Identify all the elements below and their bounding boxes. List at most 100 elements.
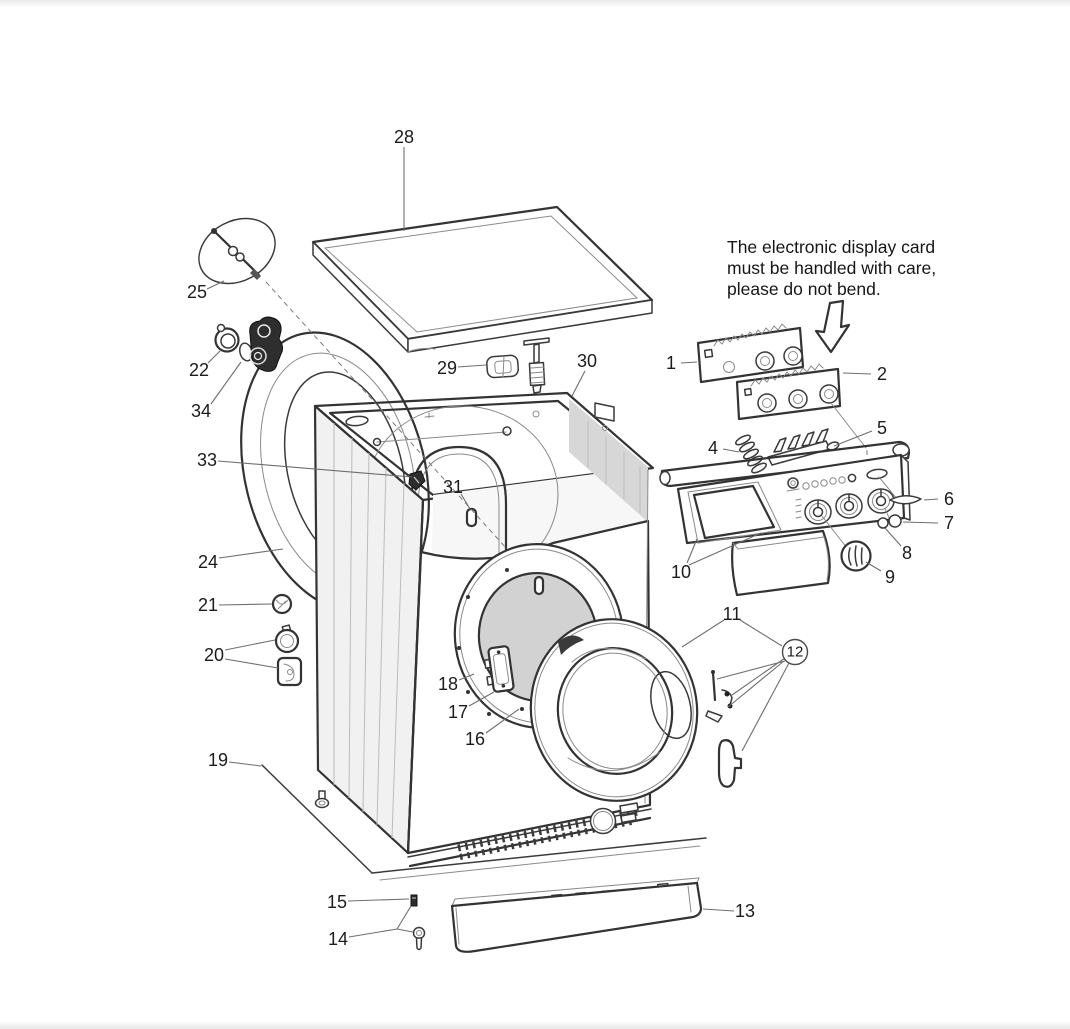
- note-line-3: please do not bend.: [727, 279, 881, 299]
- page-edge-top: [0, 0, 1070, 7]
- svg-text:11: 11: [723, 604, 742, 624]
- svg-text:30: 30: [577, 351, 597, 371]
- svg-text:9: 9: [885, 567, 895, 587]
- top-panel: [311, 205, 654, 353]
- detergent-drawer-front: [731, 529, 831, 597]
- part-label-8: 8: [884, 527, 912, 563]
- magnified-damper-pin-25: [198, 217, 276, 285]
- svg-text:15: 15: [327, 892, 347, 912]
- part-label-31: 31: [443, 477, 471, 510]
- svg-text:7: 7: [944, 513, 954, 533]
- part-label-7: 7: [902, 513, 954, 533]
- svg-text:22: 22: [189, 360, 209, 380]
- svg-text:16: 16: [465, 729, 485, 749]
- svg-text:28: 28: [394, 127, 414, 147]
- part-label-25: 25: [187, 280, 225, 302]
- pump-access-cover: [589, 807, 617, 835]
- page-edge-bottom: [0, 1021, 1070, 1029]
- clip-part-15: [410, 894, 418, 907]
- part-label-10: 10: [671, 532, 762, 582]
- note-arrow-icon: [814, 299, 851, 354]
- valve-part-34: [239, 316, 284, 372]
- svg-text:1: 1: [666, 353, 676, 373]
- part-label-6: 6: [923, 489, 954, 509]
- svg-text:10: 10: [671, 562, 691, 582]
- caps-part-7-8: [877, 514, 902, 529]
- part-label-16: 16: [465, 708, 520, 749]
- part-label-12: 12: [716, 638, 809, 752]
- svg-text:13: 13: [735, 901, 755, 921]
- part-label-11: 11: [681, 604, 783, 648]
- svg-text:29: 29: [437, 358, 457, 378]
- door-handle-recess: [650, 670, 692, 740]
- door-catch-slot: [533, 575, 545, 596]
- svg-text:17: 17: [448, 702, 468, 722]
- grommet-part-22: [214, 323, 240, 353]
- svg-text:20: 20: [204, 645, 224, 665]
- svg-text:4: 4: [708, 438, 718, 458]
- svg-text:12: 12: [787, 644, 804, 661]
- svg-text:2: 2: [877, 364, 887, 384]
- svg-text:24: 24: [198, 552, 218, 572]
- part-label-33: 33: [197, 450, 413, 478]
- part-labels: 1245678910111213141516171819202122242528…: [187, 127, 954, 949]
- svg-text:21: 21: [198, 595, 218, 615]
- part-label-30: 30: [571, 351, 597, 397]
- part-label-29: 29: [437, 358, 487, 378]
- part-label-13: 13: [702, 901, 755, 921]
- part-label-18: 18: [438, 673, 475, 694]
- part-label-9: 9: [865, 561, 895, 587]
- note-line-1: The electronic display card: [727, 237, 935, 257]
- part-label-17: 17: [448, 691, 495, 722]
- door-hinge: [483, 645, 515, 693]
- part-label-34: 34: [191, 361, 242, 421]
- part-label-19: 19: [208, 750, 262, 770]
- detergent-drawer-opening: [692, 484, 776, 540]
- part-label-1: 1: [666, 353, 698, 373]
- cap-part-6: [889, 495, 922, 505]
- clamp-parts-20: [274, 624, 303, 687]
- panel-knob-3: [867, 488, 895, 514]
- door-glass-reflection: [558, 635, 584, 655]
- door-handle-parts: [705, 670, 743, 788]
- kick-plate: [450, 877, 703, 953]
- part-label-21: 21: [198, 595, 273, 615]
- base-frame: [261, 764, 707, 881]
- slot-part-31: [465, 507, 478, 528]
- svg-text:19: 19: [208, 750, 228, 770]
- door-assembly: [529, 618, 699, 802]
- svg-text:25: 25: [187, 282, 207, 302]
- part-label-28: 28: [394, 127, 414, 231]
- display-card-1: [696, 323, 805, 384]
- part-label-20: 20: [204, 639, 279, 669]
- panel-knob-1: [804, 499, 832, 525]
- svg-text:33: 33: [197, 450, 217, 470]
- svg-text:6: 6: [944, 489, 954, 509]
- transit-bracket-29: [486, 354, 520, 379]
- brand-logo: [786, 477, 800, 492]
- display-window: [866, 468, 888, 480]
- panel-knob-2: [835, 493, 863, 519]
- part-label-2: 2: [842, 364, 887, 384]
- handling-note: The electronic display card must be hand…: [727, 237, 936, 299]
- svg-text:18: 18: [438, 674, 458, 694]
- connector-strip-5: [767, 428, 840, 466]
- svg-text:31: 31: [443, 477, 463, 497]
- svg-text:5: 5: [877, 418, 887, 438]
- svg-text:14: 14: [328, 929, 348, 949]
- screw-part-14: [412, 926, 426, 951]
- part-label-5: 5: [833, 418, 887, 447]
- door-handle: [717, 739, 743, 788]
- transit-bolt: [523, 337, 550, 394]
- svg-text:34: 34: [191, 401, 211, 421]
- part-label-4: 4: [708, 438, 740, 458]
- note-line-2: must be handled with care,: [727, 258, 936, 278]
- part-label-22: 22: [189, 349, 222, 380]
- part-label-24: 24: [198, 548, 284, 572]
- knob-part-9: [840, 540, 872, 572]
- part-label-14: 14: [328, 905, 414, 949]
- leveling-foot: [314, 790, 330, 809]
- part-label-15: 15: [327, 892, 410, 912]
